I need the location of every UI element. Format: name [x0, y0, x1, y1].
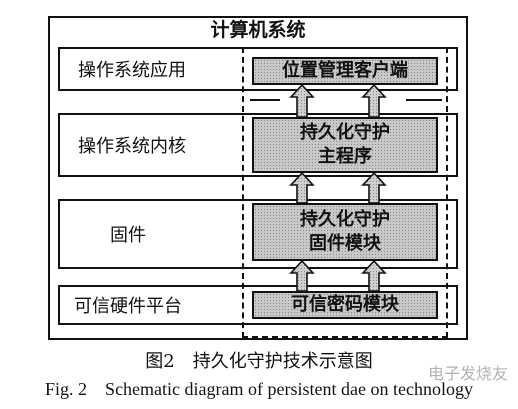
- layer-label-trusted-hardware: 可信硬件平台: [74, 296, 182, 317]
- arrow-up-hw-fw-right: [361, 259, 387, 292]
- watermark-logo: 电子发烧友: [427, 364, 508, 383]
- figure-caption-english: Fig. 2 Schematic diagram of persistent d…: [45, 379, 473, 399]
- boundary-dash-left: [250, 99, 280, 101]
- boundary-dash-right: [406, 99, 442, 101]
- arrow-up-hw-fw-left: [289, 259, 315, 292]
- arrow-up-kernel-app-right: [361, 83, 387, 118]
- arrow-up-fw-kernel-left: [289, 171, 315, 204]
- module-persistence-main: 持久化守护 主程序: [252, 117, 438, 173]
- layer-label-firmware: 固件: [110, 225, 146, 246]
- arrow-up-fw-kernel-right: [361, 171, 387, 204]
- module-trusted-crypto: 可信密码模块: [252, 291, 438, 319]
- module-persistence-firmware: 持久化守护 固件模块: [252, 203, 438, 261]
- layer-label-os-application: 操作系统应用: [78, 60, 186, 81]
- module-location-client: 位置管理客户端: [252, 57, 438, 85]
- persistence-boundary-dashed: [242, 47, 448, 338]
- computer-system-frame: [48, 16, 468, 340]
- system-title: 计算机系统: [210, 18, 306, 41]
- figure-caption-chinese: 图2 持久化守护技术示意图: [145, 351, 373, 372]
- arrow-up-kernel-app-left: [289, 83, 315, 118]
- layer-label-os-kernel: 操作系统内核: [78, 136, 186, 157]
